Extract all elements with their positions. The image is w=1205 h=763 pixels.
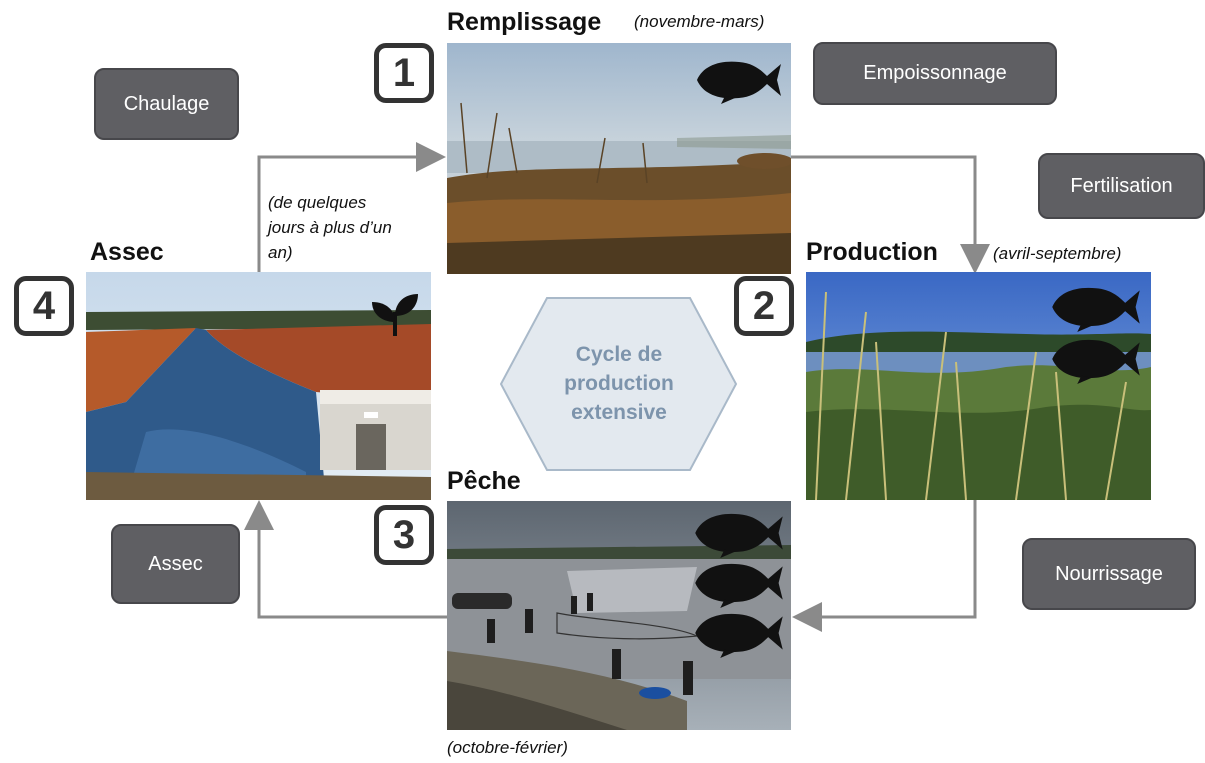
plant-sprout-icon: [372, 294, 418, 336]
arrow-peche-to-assec: [244, 500, 447, 619]
period-production: (avril-septembre): [993, 244, 1122, 263]
action-fertilisation: Fertilisation: [1038, 153, 1205, 219]
stage-number-2: 2: [734, 276, 794, 336]
action-empoissonnage: Empoissonnage: [813, 42, 1057, 105]
photo-production: [806, 272, 1151, 500]
fish-icon: [695, 563, 783, 608]
fish-icon: [1052, 287, 1140, 332]
fish-icon: [695, 513, 783, 558]
stage-title-production: Production: [806, 238, 938, 266]
fish-icon: [697, 61, 781, 104]
stage-title-assec: Assec: [90, 238, 164, 266]
action-nourrissage: Nourrissage: [1022, 538, 1196, 610]
stage-number-4: 4: [14, 276, 74, 336]
stage-title-remplissage: Remplissage: [447, 8, 602, 36]
photo-remplissage: [447, 43, 791, 274]
fish-icon: [1052, 339, 1140, 384]
fish-icon: [695, 613, 783, 658]
period-peche: (octobre-février): [447, 738, 568, 757]
stage-title-peche: Pêche: [447, 467, 521, 495]
period-assec: (de quelques jours à plus d’un an): [268, 193, 392, 262]
action-assec: Assec: [111, 524, 240, 604]
center-label: Cycle de production extensive: [564, 343, 674, 424]
stage-number-3: 3: [374, 505, 434, 565]
photo-assec: [86, 272, 431, 500]
stage-number-1: 1: [374, 43, 434, 103]
photo-peche: [447, 501, 791, 730]
period-remplissage: (novembre-mars): [634, 12, 765, 31]
arrow-production-to-peche: [792, 500, 977, 632]
action-chaulage: Chaulage: [94, 68, 239, 140]
center-hexagon: [500, 297, 738, 471]
arrow-assec-to-remplissage: [257, 142, 446, 272]
arrow-remplissage-to-production: [790, 155, 990, 274]
